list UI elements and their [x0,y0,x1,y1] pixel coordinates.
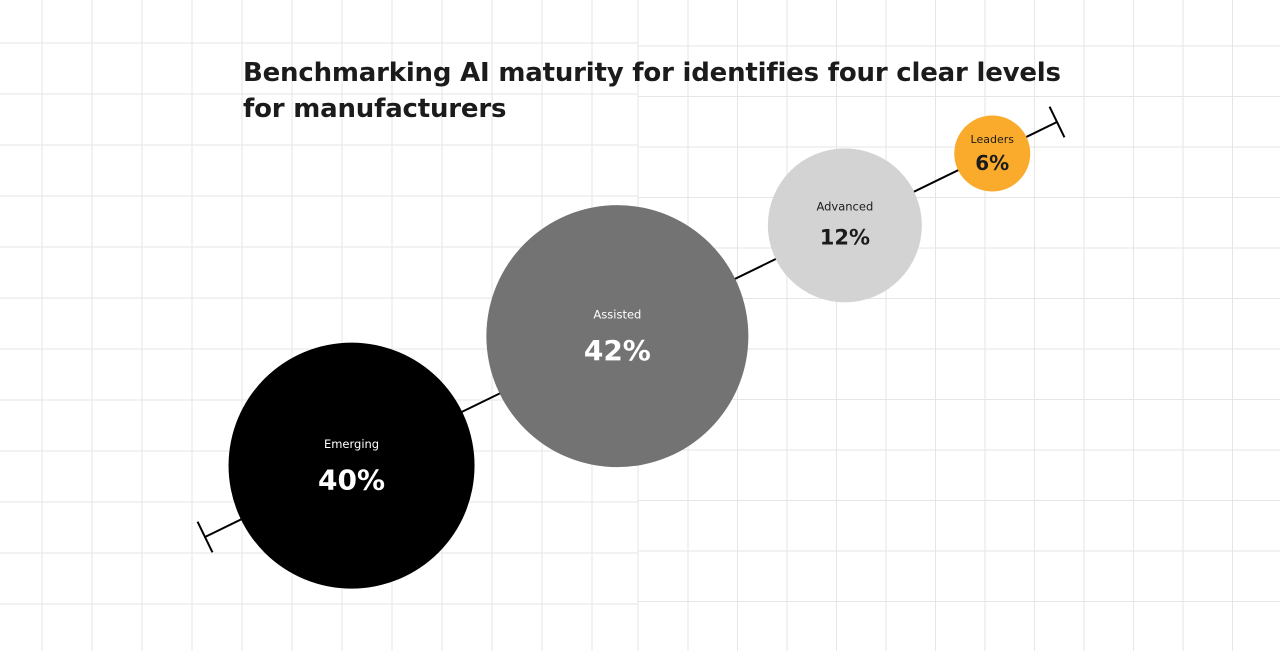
value-label-advanced: 12% [820,226,870,250]
axis-end-cap [1048,106,1066,138]
bubble-assisted: Assisted 42% [486,205,749,468]
bubble-circle-advanced [767,148,922,303]
bubble-advanced: Advanced 12% [767,148,922,303]
category-label-assisted: Assisted [593,308,641,322]
value-label-leaders: 6% [975,151,1009,175]
axis-start-cap [196,521,214,553]
value-label-emerging: 40% [318,464,385,497]
value-label-assisted: 42% [584,334,651,367]
bubble-emerging: Emerging 40% [228,342,475,589]
category-label-emerging: Emerging [324,437,379,451]
bubble-circle-assisted [486,205,749,468]
category-label-leaders: Leaders [971,133,1015,146]
bubble-leaders: Leaders 6% [954,115,1031,192]
category-label-advanced: Advanced [816,199,873,213]
bubble-circle-leaders [954,115,1031,192]
chart-title: Benchmarking AI maturity for identifies … [243,58,1061,124]
bubble-circle-emerging [228,342,475,589]
